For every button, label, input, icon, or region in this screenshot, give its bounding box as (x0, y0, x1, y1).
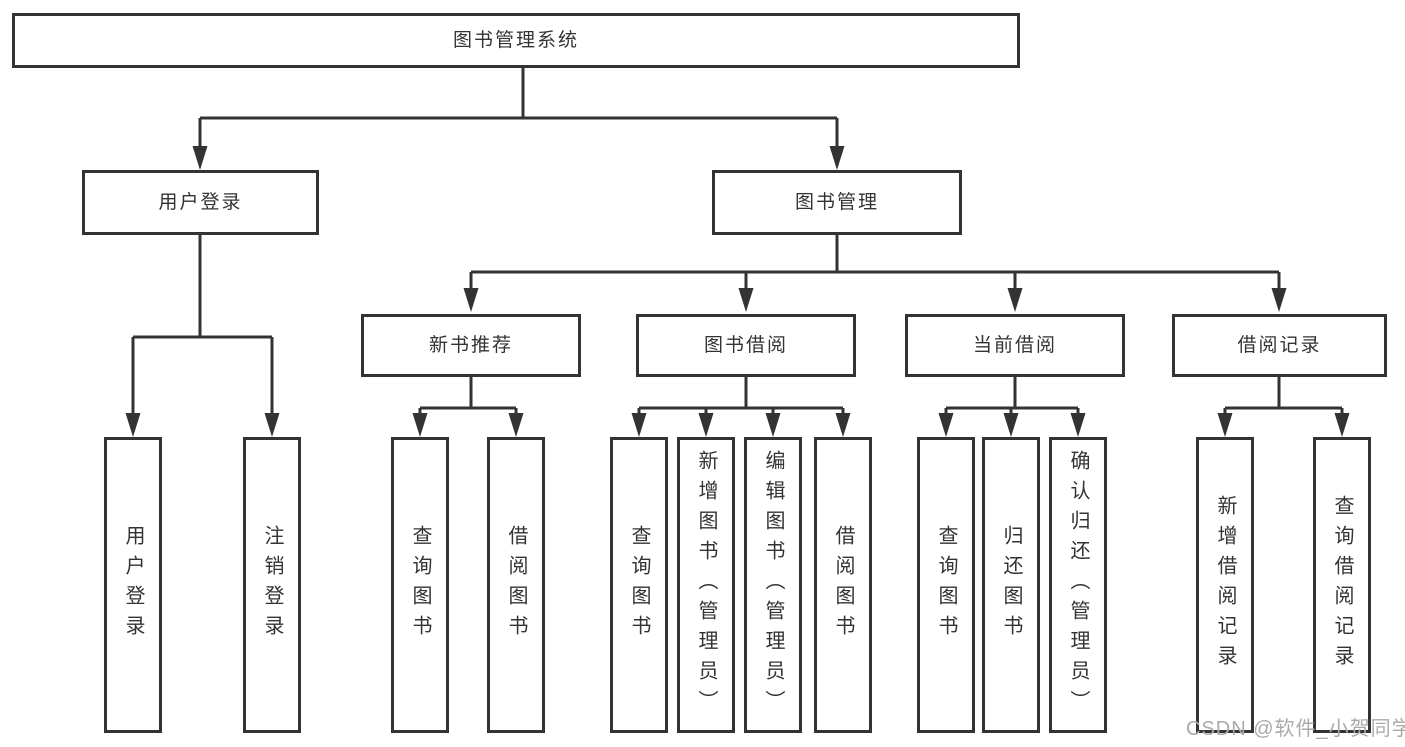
connector-new-book-rec-children (412, 377, 524, 437)
leaf-logout: 注销登录 (243, 437, 301, 733)
node-new-book-recommendation: 新书推荐 (361, 314, 581, 377)
connector-user-login-children (125, 235, 280, 437)
connector-root-to-level2 (192, 67, 845, 170)
connector-current-borrow-children (938, 377, 1086, 437)
node-book-management: 图书管理 (712, 170, 962, 235)
connector-book-borrow-children (631, 377, 851, 437)
leaf-add-borrow-record: 新增借阅记录 (1196, 437, 1254, 733)
csdn-watermark: CSDN @软件_小贺同学 (1186, 718, 1405, 740)
node-user-login: 用户登录 (82, 170, 319, 235)
leaf-return-book: 归还图书 (982, 437, 1040, 733)
leaf-confirm-return-admin: 确认归还（管理员） (1049, 437, 1107, 733)
node-borrowing-records: 借阅记录 (1172, 314, 1387, 377)
leaf-rec-borrow-book: 借阅图书 (487, 437, 545, 733)
connector-book-mgmt-children (463, 235, 1287, 312)
leaf-user-login: 用户登录 (104, 437, 162, 733)
leaf-borrow-query-book: 查询图书 (610, 437, 668, 733)
leaf-current-query-book: 查询图书 (917, 437, 975, 733)
connector-borrow-records-children (1217, 377, 1350, 437)
leaf-edit-book-admin: 编辑图书（管理员） (744, 437, 802, 733)
node-root-library-management-system: 图书管理系统 (12, 13, 1020, 68)
node-current-borrowing: 当前借阅 (905, 314, 1125, 377)
leaf-add-book-admin: 新增图书（管理员） (677, 437, 735, 733)
leaf-query-borrow-record: 查询借阅记录 (1313, 437, 1371, 733)
leaf-borrow-book: 借阅图书 (814, 437, 872, 733)
leaf-rec-query-book: 查询图书 (391, 437, 449, 733)
node-book-borrowing: 图书借阅 (636, 314, 856, 377)
